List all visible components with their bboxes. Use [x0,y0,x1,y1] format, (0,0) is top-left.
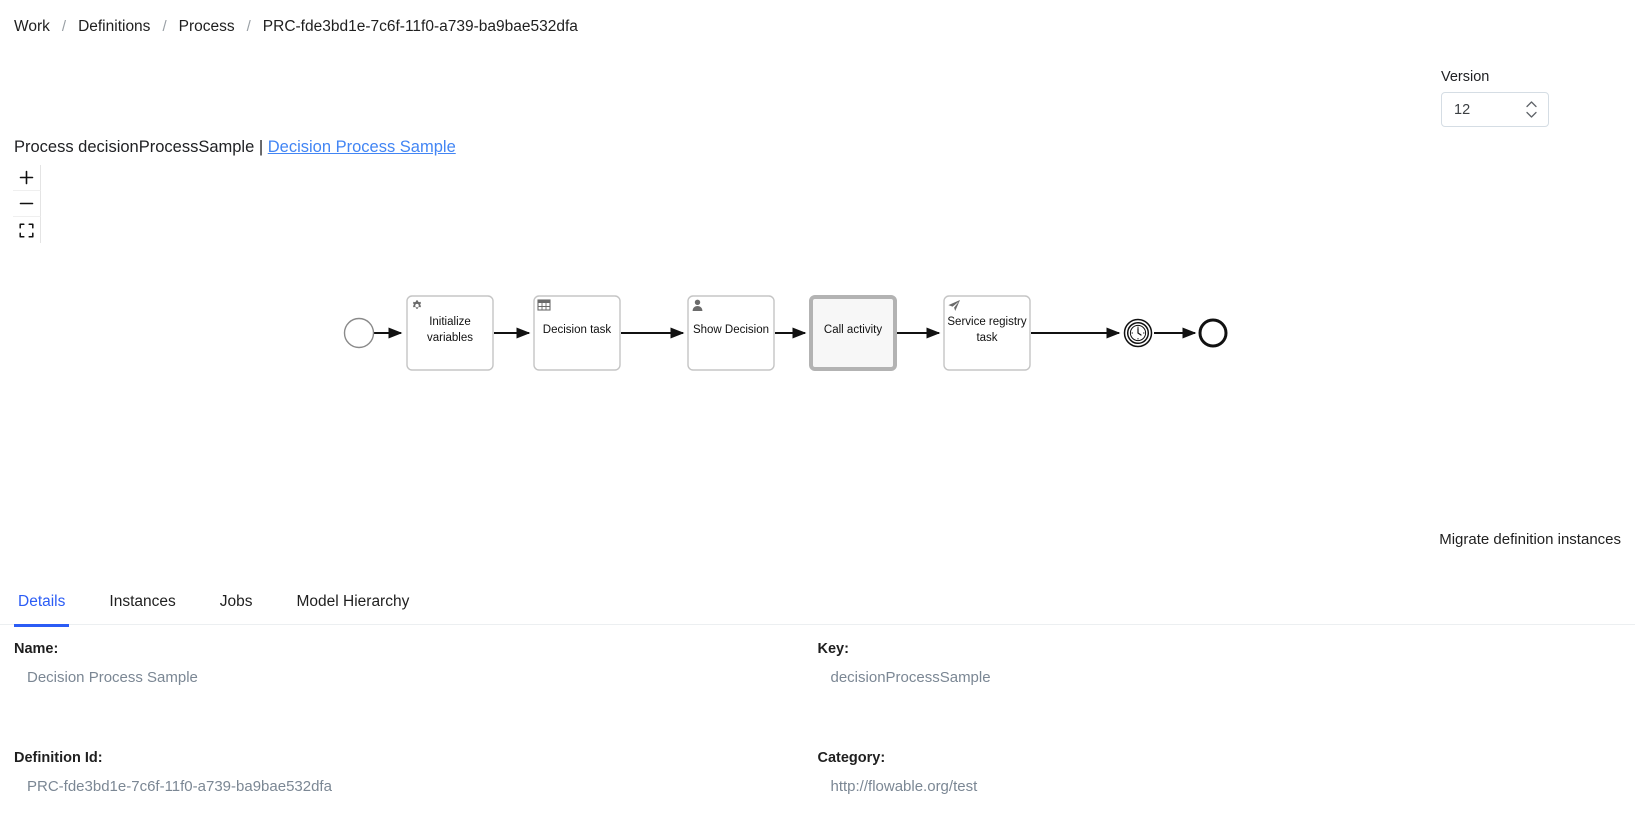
tab-bar: Details Instances Jobs Model Hierarchy [0,583,1635,627]
breadcrumb-item-current: PRC-fde3bd1e-7c6f-11f0-a739-ba9bae532dfa [262,18,578,35]
bpmn-node-decision-task[interactable]: Decision task [533,295,621,371]
detail-value-definition-id: PRC-fde3bd1e-7c6f-11f0-a739-ba9bae532dfa [27,778,332,795]
bpmn-node-end-event[interactable] [1198,318,1228,348]
bpmn-node-initialize-variables[interactable]: Initialize variables [406,295,494,371]
detail-value-name: Decision Process Sample [27,669,198,686]
breadcrumb-item-process[interactable]: Process [178,18,235,35]
breadcrumb-separator: / [162,18,167,35]
gear-icon [412,300,422,309]
bpmn-node-label: Call activity [824,324,882,336]
zoom-out-button[interactable] [13,191,41,217]
version-input[interactable]: 12 [1441,92,1549,127]
bpmn-node-show-decision[interactable]: Show Decision [687,295,775,371]
bpmn-node-label: Decision task [543,324,612,336]
diagram-zoom-controls [13,165,41,243]
page-title: Process decisionProcessSample | Decision… [14,136,456,158]
tab-model-hierarchy[interactable]: Model Hierarchy [296,593,410,610]
breadcrumb-item-work[interactable]: Work [14,18,50,35]
detail-field-definition-id: Definition Id: PRC-fde3bd1e-7c6f-11f0-a7… [14,749,818,797]
bpmn-node-label: task [976,332,997,344]
bpmn-node-label: variables [427,332,473,344]
table-icon [537,299,551,311]
fit-screen-icon [19,222,34,238]
detail-field-name: Name: Decision Process Sample [14,640,818,688]
bpmn-node-service-registry-task[interactable]: Service registry task [943,295,1031,371]
minus-icon [19,202,34,205]
bpmn-shapes: Initialize variables Decision task Show … [343,295,1228,371]
chevron-down-icon[interactable] [1525,111,1537,118]
process-title-text: Process decisionProcessSample | [14,138,264,156]
bpmn-node-label: Show Decision [693,324,769,336]
version-value: 12 [1454,101,1471,118]
tab-jobs[interactable]: Jobs [219,593,253,610]
bpmn-diagram-canvas[interactable]: Initialize variables Decision task Show … [0,162,1635,522]
detail-label-name: Name: [14,641,59,657]
bpmn-node-timer-event[interactable] [1123,318,1153,348]
zoom-in-button[interactable] [13,165,41,191]
breadcrumb-separator: / [61,18,67,35]
bpmn-node-label: Service registry [947,316,1026,328]
detail-value-key: decisionProcessSample [830,669,991,686]
plus-icon [19,170,34,185]
detail-label-category: Category: [817,750,886,766]
detail-field-key: Key: decisionProcessSample [818,640,1622,688]
version-label: Version [1441,69,1490,85]
version-control: Version 12 [1441,68,1551,127]
bpmn-node-label: Initialize [429,316,471,328]
breadcrumb-item-definitions[interactable]: Definitions [78,18,151,35]
fit-screen-button[interactable] [13,217,41,243]
detail-value-category: http://flowable.org/test [830,778,978,795]
detail-label-definition-id: Definition Id: [14,750,103,766]
version-stepper[interactable] [1520,101,1542,118]
details-row-1: Name: Decision Process Sample Key: decis… [14,640,1621,688]
details-panel: Name: Decision Process Sample Key: decis… [0,640,1635,797]
bpmn-node-start-event[interactable] [343,317,375,349]
bpmn-node-call-activity[interactable]: Call activity [809,295,897,371]
details-row-2: Definition Id: PRC-fde3bd1e-7c6f-11f0-a7… [14,749,1621,797]
breadcrumb-separator: / [246,18,251,35]
user-icon [692,299,703,311]
chevron-up-icon[interactable] [1525,101,1537,108]
breadcrumb: Work / Definitions / Process / PRC-fde3b… [14,17,578,37]
detail-label-key: Key: [817,641,849,657]
process-model-link[interactable]: Decision Process Sample [267,138,456,156]
tab-instances[interactable]: Instances [109,593,176,610]
clock-icon [1129,324,1147,342]
send-icon [948,300,960,311]
migrate-definition-instances-link[interactable]: Migrate definition instances [1439,531,1621,548]
detail-field-category: Category: http://flowable.org/test [818,749,1622,797]
tab-details[interactable]: Details [14,583,70,627]
